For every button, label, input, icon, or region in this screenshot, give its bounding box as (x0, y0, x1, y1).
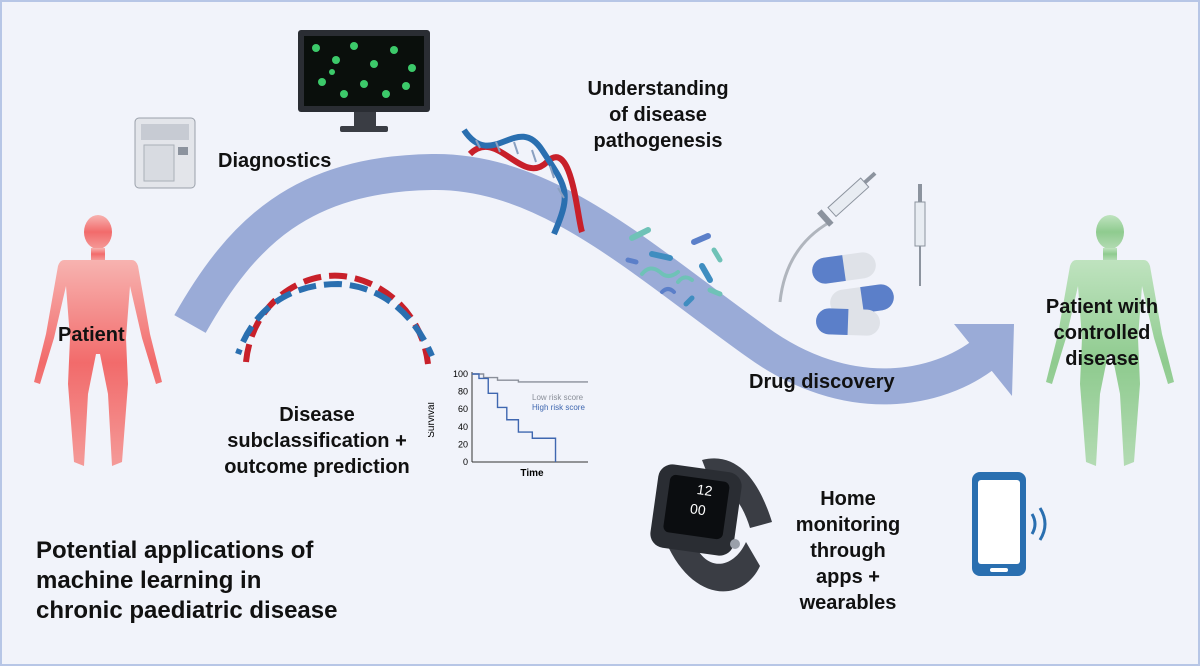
low-risk-curve (472, 373, 588, 383)
smartphone-icon (972, 472, 1047, 576)
label-line: Understanding (587, 78, 729, 100)
analyzer-machine-icon (134, 117, 196, 189)
progress-arrow (174, 153, 1014, 405)
syringe-icon (778, 171, 926, 303)
label-line: through (810, 540, 886, 562)
label-subclassification: Disease subclassification + outcome pred… (202, 402, 432, 480)
watch-hour: 12 (696, 481, 714, 499)
label-diagnostics: Diagnostics (218, 150, 332, 172)
chart-lines (472, 373, 588, 462)
label-line: monitoring (795, 514, 901, 536)
capsule-icon (812, 252, 894, 336)
label-line: of disease (609, 104, 707, 126)
title-line: chronic paediatric disease (36, 597, 338, 624)
label-drug-discovery: Drug discovery (749, 371, 895, 393)
dna-helix-icon (461, 128, 585, 236)
y-tick-label: 60 (458, 404, 468, 414)
legend-high-risk: High risk score (532, 403, 585, 412)
label-line: disease (1065, 348, 1139, 370)
survival-chart: 0 20 40 60 80 100 Survival Time Low risk scor… (428, 369, 588, 479)
y-tick-label: 40 (458, 422, 468, 432)
label-line: Patient with (1045, 296, 1159, 318)
smartwatch-icon: 12 00 (650, 458, 772, 592)
chart-ticks: 0 20 40 60 80 100 (453, 369, 468, 467)
y-axis-label: Survival (428, 402, 437, 438)
y-tick-label: 0 (463, 457, 468, 467)
label-understanding: Understanding of disease pathogenesis (558, 76, 758, 154)
label-line: apps + (816, 566, 880, 588)
label-line: outcome prediction (224, 456, 410, 478)
label-patient: Patient (58, 324, 125, 346)
monitor-cells-icon (298, 30, 430, 132)
label-line: pathogenesis (593, 130, 723, 152)
label-line: controlled (1053, 322, 1151, 344)
y-tick-label: 100 (453, 369, 468, 379)
label-patient-controlled: Patient with controlled disease (1032, 294, 1172, 372)
figure-title: Potential applications of machine learni… (36, 536, 337, 626)
x-axis-label: Time (520, 468, 544, 479)
label-line: wearables (799, 592, 897, 614)
label-line: Home (820, 488, 876, 510)
label-line: Disease (279, 404, 355, 426)
label-line: subclassification + (227, 430, 407, 452)
dna-arc-icon (235, 272, 435, 365)
y-tick-label: 80 (458, 387, 468, 397)
high-risk-curve (472, 373, 557, 462)
title-line: Potential applications of (36, 537, 314, 564)
legend-low-risk: Low risk score (532, 393, 584, 402)
bacteria-icon (625, 227, 723, 307)
chart-axes (471, 372, 588, 463)
title-line: machine learning in (36, 567, 262, 594)
label-home-monitoring: Home monitoring through apps + wearables (778, 486, 918, 616)
y-tick-label: 20 (458, 439, 468, 449)
watch-minute: 00 (689, 500, 707, 518)
